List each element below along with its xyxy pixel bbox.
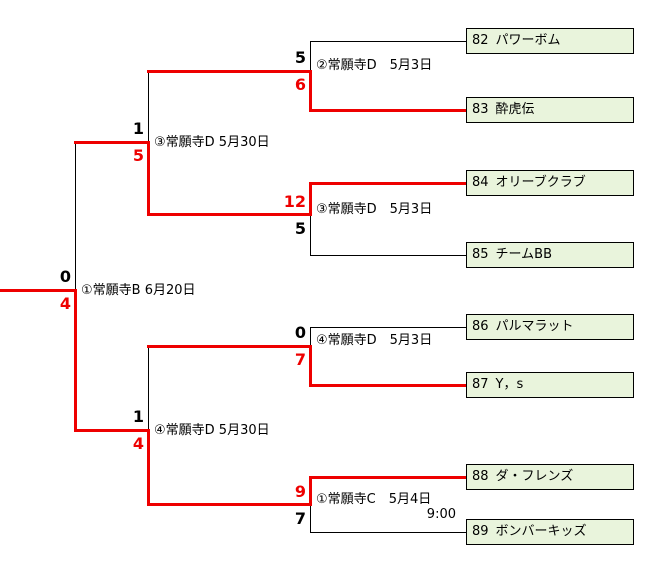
team-box-87: 87 Y，s — [466, 372, 634, 398]
match-label-sf1: ③常願寺D 5月30日 — [154, 135, 270, 150]
team-number: 88 — [472, 469, 489, 484]
team-name: チームBB — [495, 247, 552, 262]
match-label-final: ①常願寺B 6月20日 — [81, 283, 196, 298]
team-box-83: 83 酔虎伝 — [466, 97, 634, 123]
winner-path-line — [309, 384, 466, 387]
winner-path-line — [147, 141, 150, 216]
match-label-qf1: ②常願寺D 5月3日 — [316, 58, 433, 73]
bracket-line — [310, 327, 311, 346]
team-box-88: 88 ダ・フレンズ — [466, 464, 634, 490]
winner-path-line — [309, 345, 312, 387]
bracket-line — [310, 327, 466, 328]
score-qf2-bottom: 5 — [294, 219, 306, 238]
match-label-qf2: ③常願寺D 5月3日 — [316, 202, 433, 217]
bracket-line — [310, 41, 311, 71]
winner-path-line — [147, 503, 312, 506]
winner-path-line — [309, 182, 312, 216]
team-number: 87 — [472, 377, 489, 392]
team-number: 89 — [472, 524, 489, 539]
winner-path-line — [309, 476, 312, 506]
score-sf2-top: 1 — [132, 407, 144, 426]
bracket-line — [75, 142, 76, 290]
winner-path-line — [147, 429, 150, 506]
team-name: 酔虎伝 — [495, 102, 535, 117]
score-qf3-bottom: 7 — [294, 350, 306, 369]
team-name: ダ・フレンズ — [495, 469, 574, 484]
team-name: パワーボム — [495, 33, 561, 48]
match-label-sf2: ④常願寺D 5月30日 — [154, 423, 270, 438]
score-qf1-top: 5 — [294, 48, 306, 67]
team-box-89: 89 ボンバーキッズ — [466, 519, 634, 545]
score-qf2-top: 12 — [283, 192, 306, 211]
score-qf4-bottom: 7 — [294, 509, 306, 528]
winner-path-line — [309, 109, 466, 112]
bracket-line — [310, 41, 466, 42]
score-sf1-bottom: 5 — [132, 146, 144, 165]
team-number: 83 — [472, 102, 489, 117]
team-number: 85 — [472, 247, 489, 262]
team-name: ボンバーキッズ — [495, 524, 587, 539]
winner-path-line — [309, 476, 466, 479]
team-number: 86 — [472, 319, 489, 334]
winner-path-line — [147, 213, 312, 216]
match-time-qf4: 9:00 — [426, 507, 456, 522]
score-qf3-top: 0 — [294, 323, 306, 342]
winner-path-line — [147, 345, 312, 348]
champion-line — [0, 289, 77, 292]
score-sf1-top: 1 — [132, 119, 144, 138]
team-name: オリーブクラブ — [495, 175, 586, 190]
winner-path-line — [74, 429, 150, 432]
team-box-86: 86 パルマラット — [466, 314, 634, 340]
winner-path-line — [309, 182, 466, 185]
bracket-line — [148, 346, 149, 430]
bracket-line — [310, 215, 311, 255]
team-box-85: 85 チームBB — [466, 242, 634, 268]
score-qf1-bottom: 6 — [294, 75, 306, 94]
bracket-line — [310, 505, 311, 532]
bracket-line — [310, 532, 466, 533]
team-name: パルマラット — [495, 319, 574, 334]
winner-path-line — [147, 70, 312, 73]
team-number: 82 — [472, 33, 489, 48]
winner-path-line — [74, 289, 77, 432]
match-label-qf3: ④常願寺D 5月3日 — [316, 333, 433, 348]
team-box-82: 82 パワーボム — [466, 28, 634, 54]
score-final-top: 0 — [59, 267, 71, 286]
team-box-84: 84 オリーブクラブ — [466, 170, 634, 196]
score-qf4-top: 9 — [294, 482, 306, 501]
team-name: Y，s — [495, 377, 524, 392]
bracket-line — [310, 255, 466, 256]
match-label-qf4: ①常願寺C 5月4日 — [316, 492, 432, 507]
winner-path-line — [309, 70, 312, 112]
winner-path-line — [74, 141, 150, 144]
score-final-bottom: 4 — [59, 294, 71, 313]
team-number: 84 — [472, 175, 489, 190]
score-sf2-bottom: 4 — [132, 434, 144, 453]
bracket-line — [148, 71, 149, 142]
